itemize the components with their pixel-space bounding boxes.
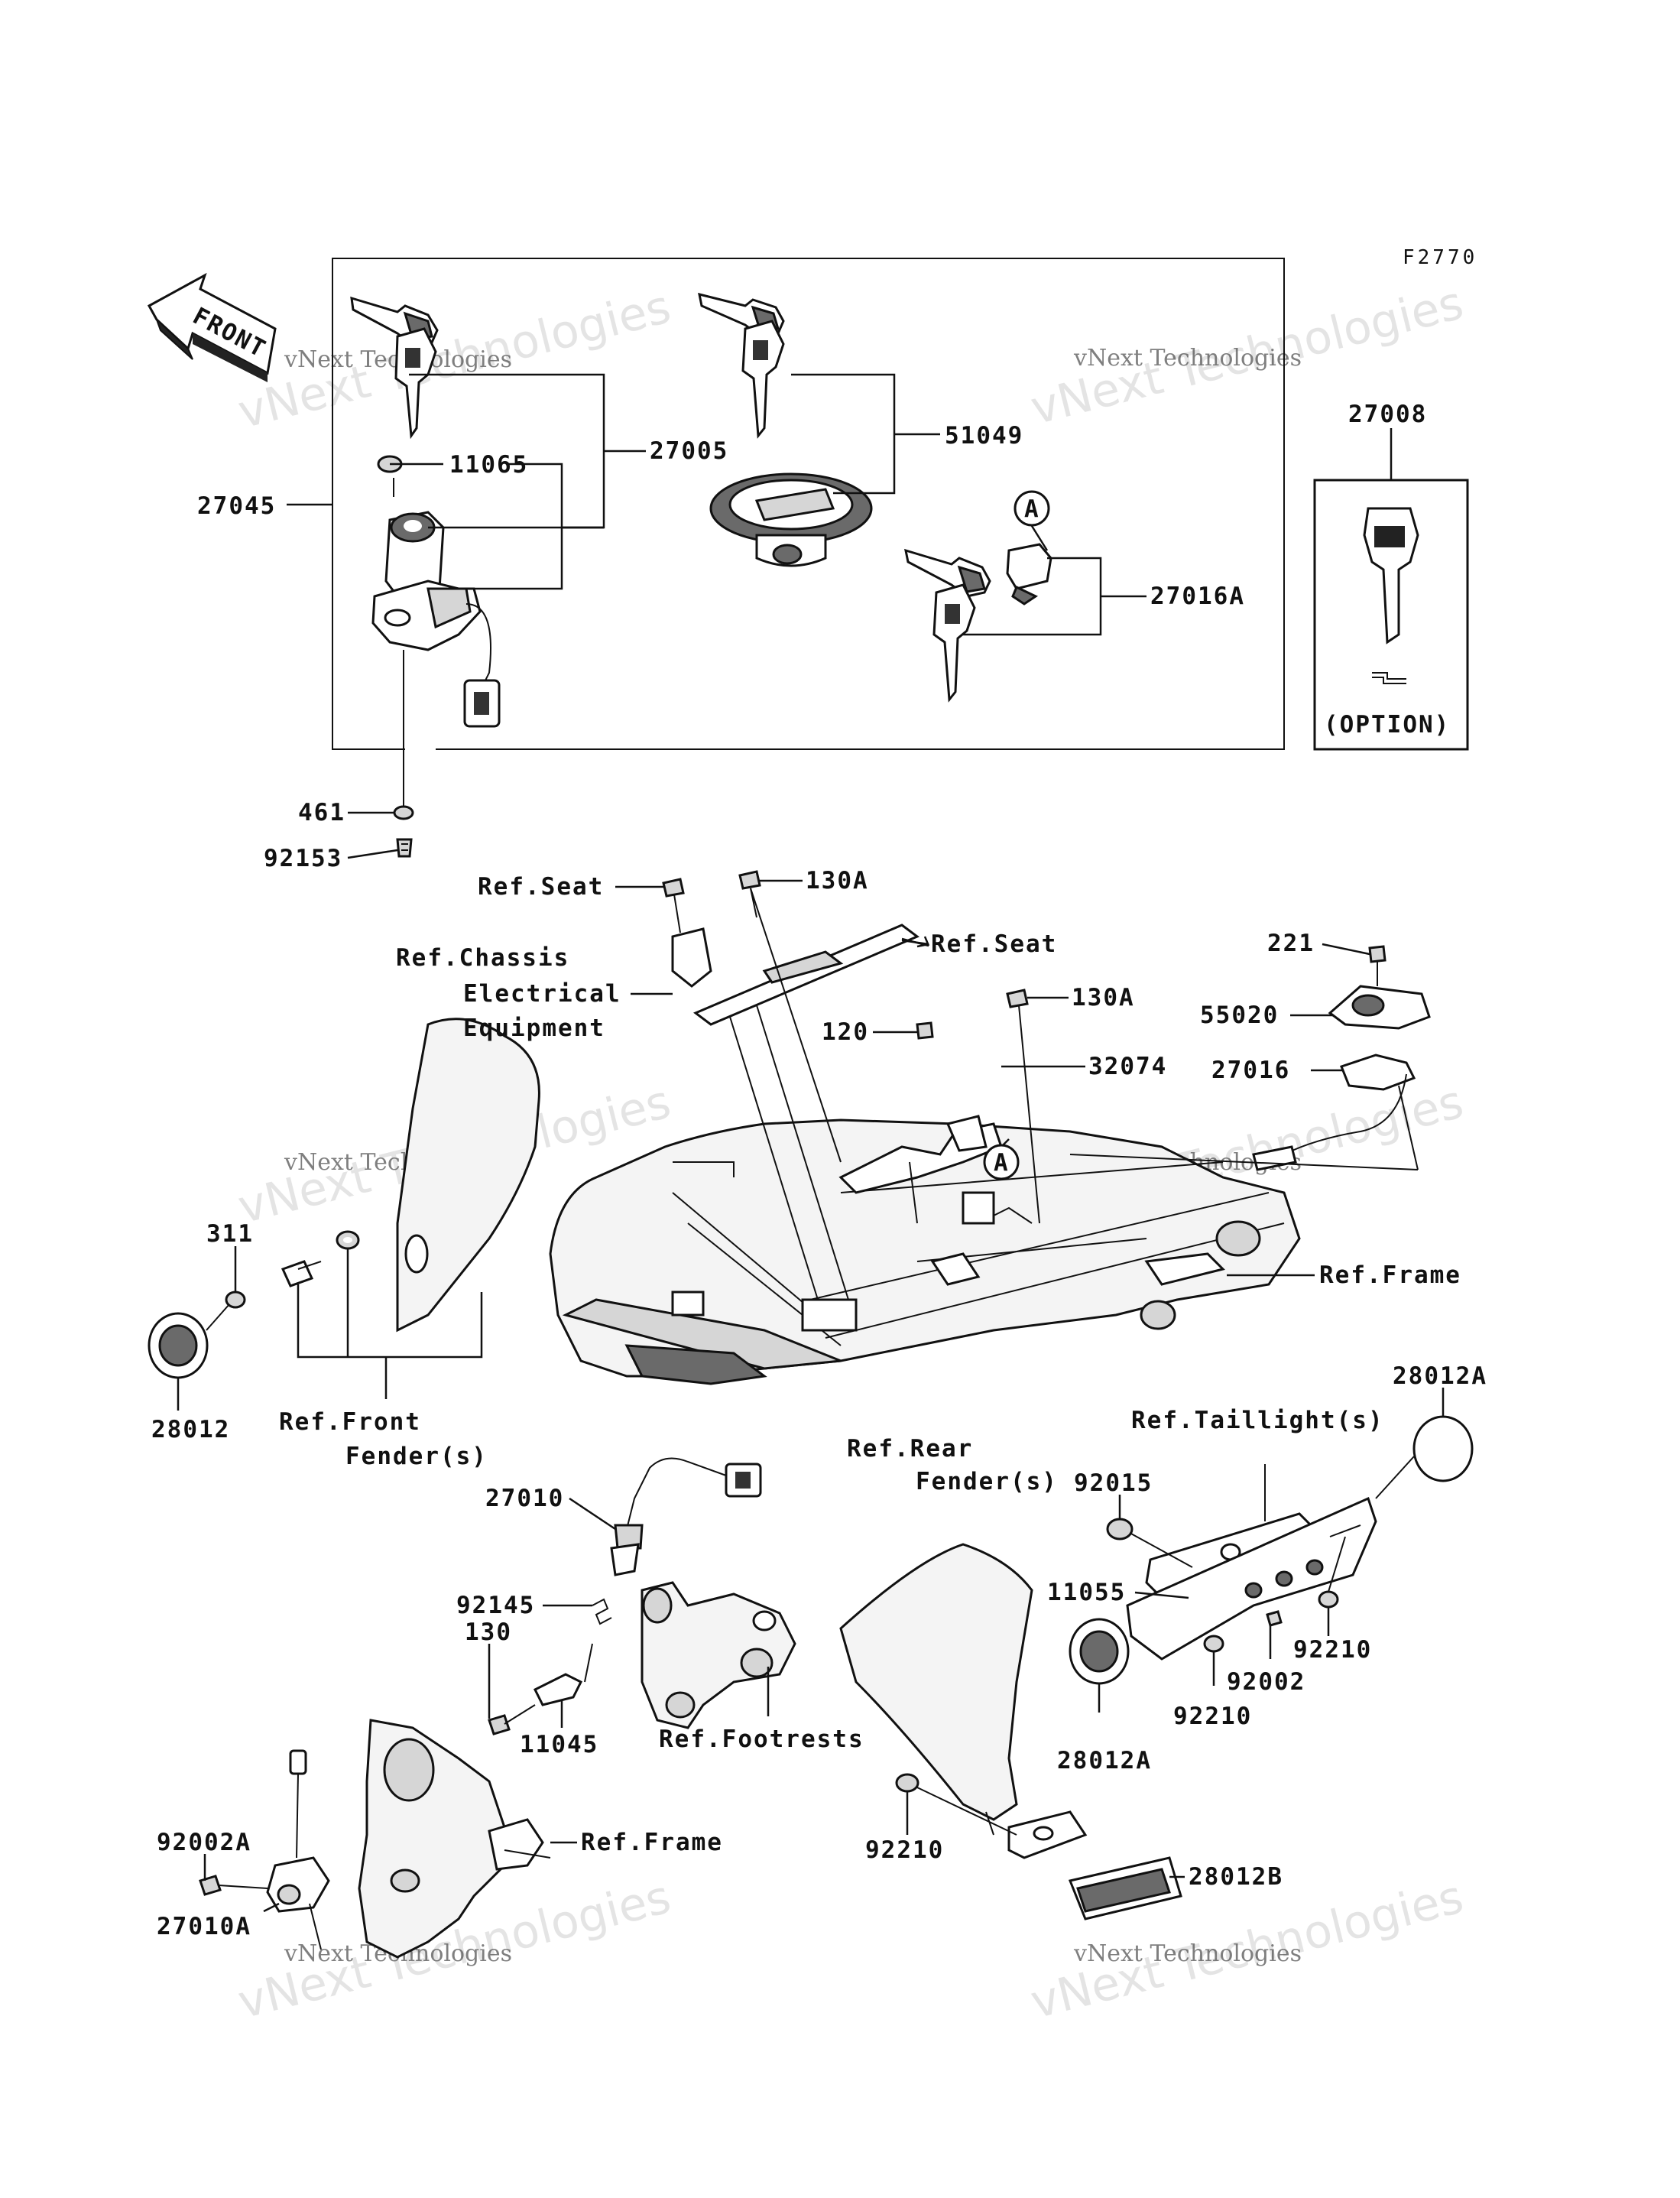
bolt-icon [199, 1875, 268, 1896]
label-130A: 130A [806, 867, 869, 894]
washer-icon [393, 805, 414, 820]
seat-lock-cover-icon [1328, 985, 1431, 1030]
label-ref-footrests: Ref.Footrests [659, 1726, 864, 1753]
reflector-icon [1068, 1856, 1182, 1920]
label-27005: 27005 [650, 437, 728, 465]
frame-icon [549, 1118, 1301, 1385]
damper-icon [336, 1230, 360, 1250]
option-note: (OPTION) [1324, 711, 1450, 739]
reflector-icon [1069, 1618, 1130, 1685]
label-92153: 92153 [264, 845, 342, 872]
label-11055: 11055 [1047, 1579, 1126, 1606]
seat-lock-bracket-icon [838, 1115, 1003, 1224]
label-11045: 11045 [520, 1731, 598, 1758]
label-ref-seat: Ref.Seat [931, 930, 1057, 958]
label-ref-frame: Ref.Frame [1319, 1261, 1461, 1289]
key-icon [904, 548, 991, 598]
bolt-icon [396, 838, 413, 858]
label-ref-front-fender: Ref.Front [279, 1408, 421, 1436]
license-bracket-icon [1126, 1496, 1377, 1661]
label-ref-front-fender-2: Fender(s) [345, 1443, 488, 1470]
front-arrow-icon: FRONT [147, 272, 277, 382]
ignition-switch-icon [371, 455, 501, 810]
key-icon [394, 327, 437, 440]
nut-icon [895, 1773, 1017, 1836]
footrest-bracket-icon [641, 1581, 796, 1729]
label-28012A: 28012A [1393, 1362, 1487, 1390]
reflector-icon [148, 1304, 230, 1379]
seat-lock-latch-icon [1006, 543, 1052, 606]
label-27010: 27010 [485, 1485, 564, 1512]
label-92210: 92210 [1173, 1703, 1252, 1730]
bolt-icon [1006, 989, 1040, 1224]
label-27016A: 27016A [1150, 583, 1245, 610]
rear-fender-icon [839, 1543, 1088, 1859]
nut-icon [1318, 1536, 1346, 1609]
label-ref-taillight: Ref.Taillight(s) [1131, 1407, 1384, 1434]
front-fender-icon [396, 1018, 540, 1333]
bolt-icon [662, 878, 685, 933]
fuel-cap-icon [709, 472, 873, 567]
label-27045: 27045 [197, 492, 276, 520]
label-27008: 27008 [1348, 401, 1427, 428]
bolt-icon [1368, 945, 1386, 986]
label-311: 311 [206, 1220, 254, 1248]
label-ref-frame: Ref.Frame [581, 1829, 723, 1856]
bolt-icon [916, 1021, 934, 1040]
bolt-icon [738, 870, 842, 1163]
nut-icon [1203, 1635, 1224, 1653]
label-ref-chassis-equipment: Equipment [463, 1015, 605, 1042]
label-92210: 92210 [1293, 1636, 1372, 1664]
part-labels: 27045 27005 11065 51049 27016A 27008 (OP… [151, 401, 1487, 1940]
callout-a-marker: A [1014, 490, 1050, 527]
seat-bracket-icon [671, 924, 919, 1300]
label-27010A: 27010A [157, 1913, 251, 1940]
label-ref-chassis-electrical: Electrical [463, 980, 621, 1008]
reflector-icon [1375, 1415, 1474, 1499]
label-92002: 92002 [1227, 1668, 1305, 1696]
collar-icon [281, 1260, 322, 1287]
label-130A: 130A [1072, 984, 1135, 1011]
label-ref-rear-fender: Ref.Rear [847, 1435, 973, 1463]
label-120: 120 [822, 1018, 869, 1046]
spring-icon [592, 1598, 612, 1625]
leader-lines [177, 373, 1445, 1913]
label-27016: 27016 [1211, 1057, 1290, 1084]
label-461: 461 [298, 799, 345, 826]
watermark-small: vNext Technologies [1073, 345, 1302, 372]
key-icon [932, 583, 976, 703]
watermark-small: vNext Technologies [1073, 1940, 1302, 1967]
label-130: 130 [465, 1618, 512, 1646]
label-32074: 32074 [1088, 1053, 1167, 1080]
oxygen-sensor-icon [610, 1457, 762, 1576]
label-ref-seat: Ref.Seat [478, 873, 604, 901]
ignition-kit-box [332, 258, 1285, 750]
label-55020: 55020 [1200, 1002, 1279, 1029]
bracket-icon [533, 1643, 593, 1706]
frame-icon [358, 1719, 551, 1959]
height-sensor-icon [266, 1749, 330, 1950]
callout-a-marker: A [983, 1144, 1020, 1180]
bolt-icon [1266, 1610, 1283, 1627]
figure-code: F2770 [1403, 246, 1477, 269]
label-28012: 28012 [151, 1416, 230, 1443]
svg-text:A: A [994, 1149, 1010, 1177]
label-28012A: 28012A [1057, 1747, 1152, 1774]
bolt-icon [488, 1704, 536, 1735]
label-ref-rear-fender-2: Fender(s) [916, 1468, 1058, 1495]
label-92145: 92145 [456, 1592, 535, 1619]
option-key-box [1313, 479, 1469, 751]
seat-lock-icon [1069, 1054, 1419, 1171]
label-221: 221 [1267, 930, 1315, 957]
label-51049: 51049 [945, 422, 1023, 450]
label-11065: 11065 [449, 451, 528, 479]
label-28012B: 28012B [1189, 1863, 1283, 1891]
label-92002A: 92002A [157, 1829, 251, 1856]
label-92015: 92015 [1074, 1469, 1153, 1497]
key-icon [698, 292, 785, 439]
label-ref-chassis: Ref.Chassis [396, 944, 569, 972]
svg-text:A: A [1024, 495, 1040, 523]
label-92210: 92210 [865, 1836, 944, 1864]
